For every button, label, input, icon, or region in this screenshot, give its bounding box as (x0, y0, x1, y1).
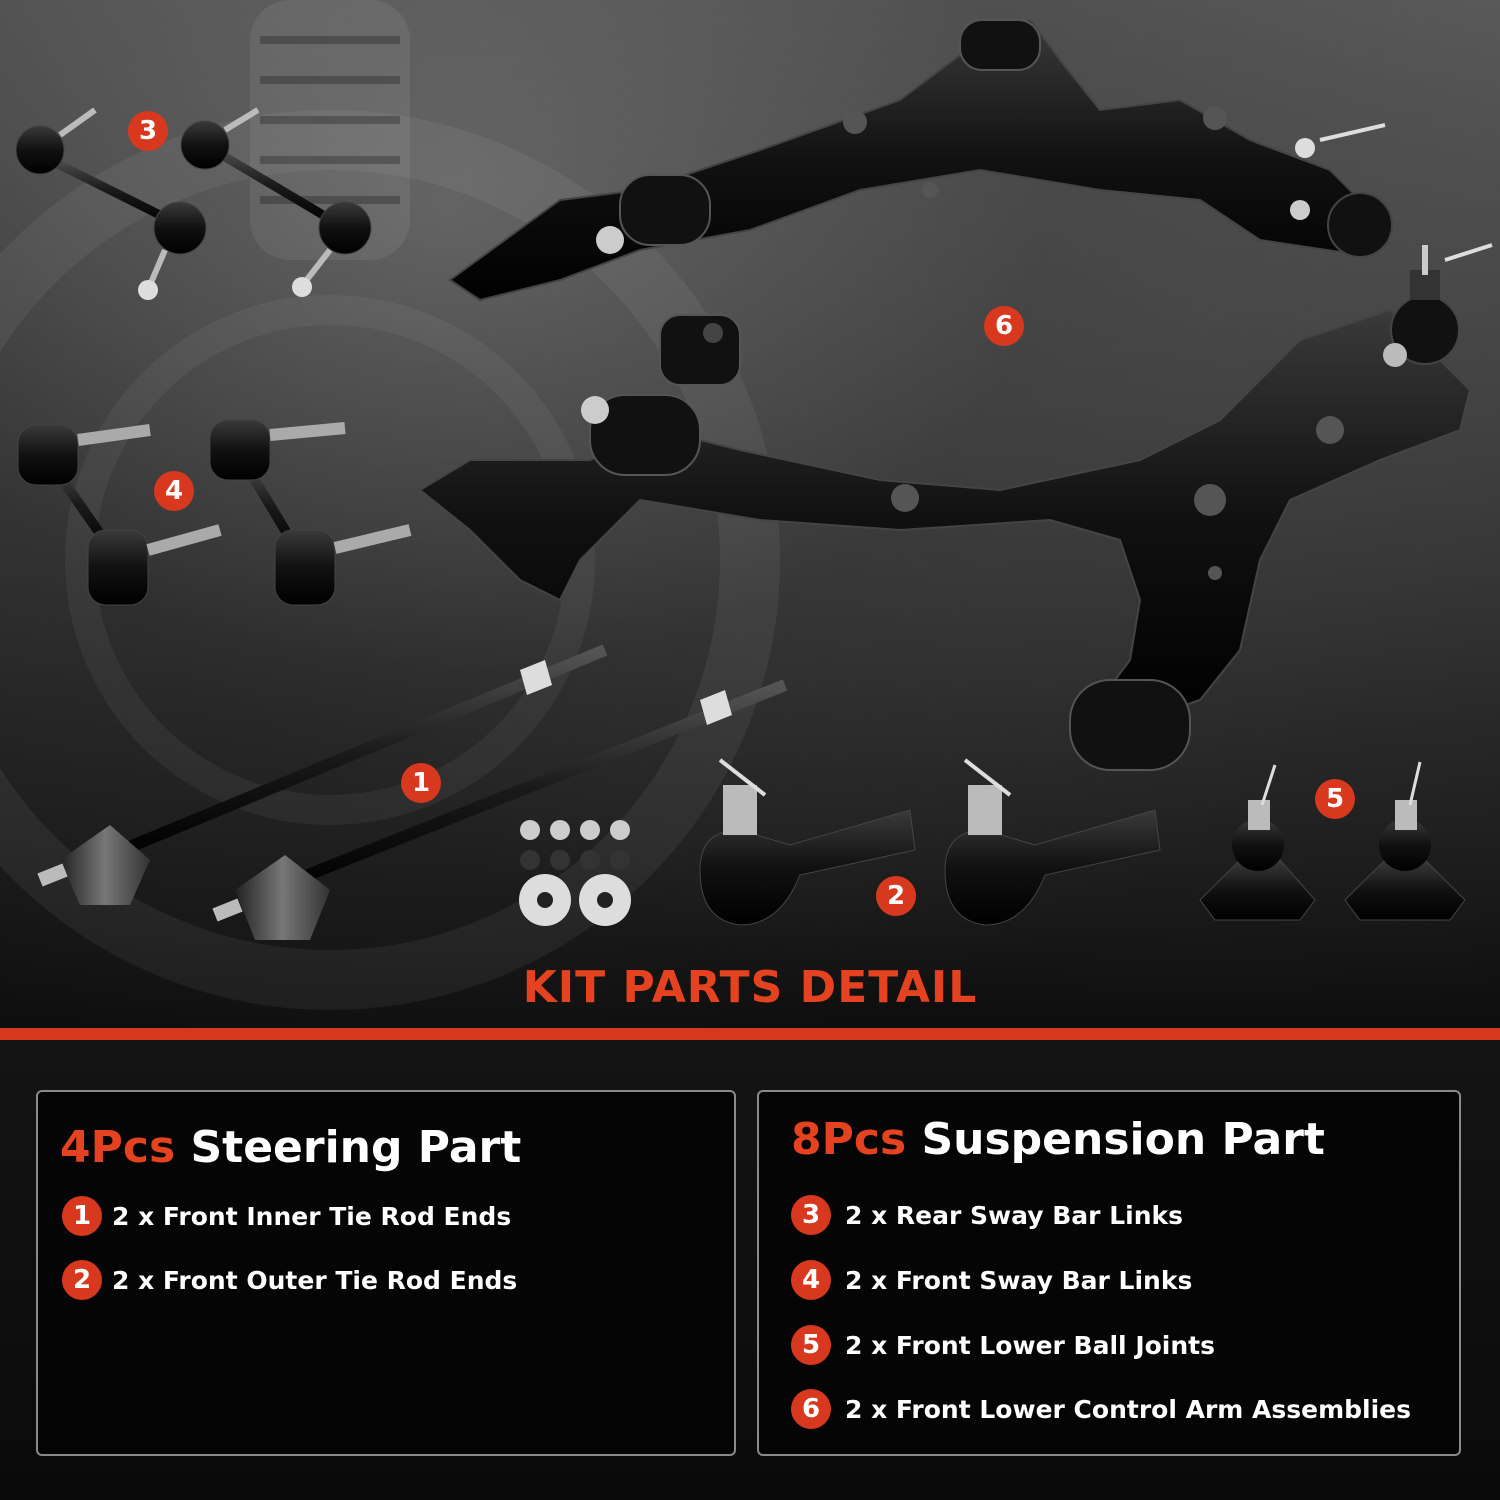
list-item: 5 2 x Front Lower Ball Joints (791, 1325, 1215, 1365)
item-text: 2 x Front Sway Bar Links (845, 1265, 1193, 1295)
item-text: 2 x Front Lower Ball Joints (845, 1330, 1215, 1360)
background-wheel-illustration (0, 0, 780, 1010)
item-number-badge: 3 (791, 1195, 831, 1235)
front-sway-bar-links (17, 419, 412, 606)
callout-badge-3: 3 (128, 111, 168, 151)
parts-illustration (15, 18, 1493, 940)
item-number-badge: 6 (791, 1389, 831, 1429)
item-text: 2 x Front Inner Tie Rod Ends (112, 1201, 512, 1231)
callout-badge-2: 2 (876, 876, 916, 916)
hardware-nuts-washers (519, 820, 631, 926)
item-text: 2 x Rear Sway Bar Links (845, 1200, 1184, 1230)
item-text: 2 x Front Outer Tie Rod Ends (112, 1265, 518, 1295)
callout-badge-5: 5 (1315, 779, 1355, 819)
item-number-badge: 2 (62, 1260, 102, 1300)
steering-title: Steering Part (190, 1122, 522, 1173)
accent-divider (0, 1028, 1500, 1040)
control-arm-lower (418, 243, 1493, 771)
item-number-badge: 5 (791, 1325, 831, 1365)
rear-sway-bar-links (15, 107, 372, 300)
list-item: 3 2 x Rear Sway Bar Links (791, 1195, 1183, 1235)
lower-ball-joints (1199, 761, 1466, 921)
steering-part-panel: 4Pcs Steering Part 1 2 x Front Inner Tie… (36, 1090, 736, 1456)
outer-tie-rod-ends (699, 758, 1161, 926)
callout-badge-4: 4 (154, 471, 194, 511)
list-item: 6 2 x Front Lower Control Arm Assemblies (791, 1389, 1411, 1429)
item-text: 2 x Front Lower Control Arm Assemblies (845, 1394, 1412, 1424)
callout-badge-1: 1 (401, 763, 441, 803)
inner-tie-rods (37, 644, 788, 940)
item-number-badge: 4 (791, 1260, 831, 1300)
steering-panel-title: 4Pcs Steering Part (60, 1122, 521, 1173)
suspension-title: Suspension Part (921, 1114, 1325, 1165)
item-number-badge: 1 (62, 1196, 102, 1236)
list-item: 1 2 x Front Inner Tie Rod Ends (62, 1196, 511, 1236)
suspension-part-panel: 8Pcs Suspension Part 3 2 x Rear Sway Bar… (757, 1090, 1461, 1456)
suspension-count: 8Pcs (791, 1114, 907, 1165)
kit-parts-title: KIT PARTS DETAIL (522, 962, 978, 1013)
control-arm-upper (448, 18, 1393, 302)
steering-count: 4Pcs (60, 1122, 176, 1173)
product-hero-image: 3 6 4 1 2 5 (0, 0, 1500, 1030)
list-item: 4 2 x Front Sway Bar Links (791, 1260, 1192, 1300)
list-item: 2 2 x Front Outer Tie Rod Ends (62, 1260, 517, 1300)
callout-badge-6: 6 (984, 306, 1024, 346)
suspension-panel-title: 8Pcs Suspension Part (791, 1114, 1325, 1165)
